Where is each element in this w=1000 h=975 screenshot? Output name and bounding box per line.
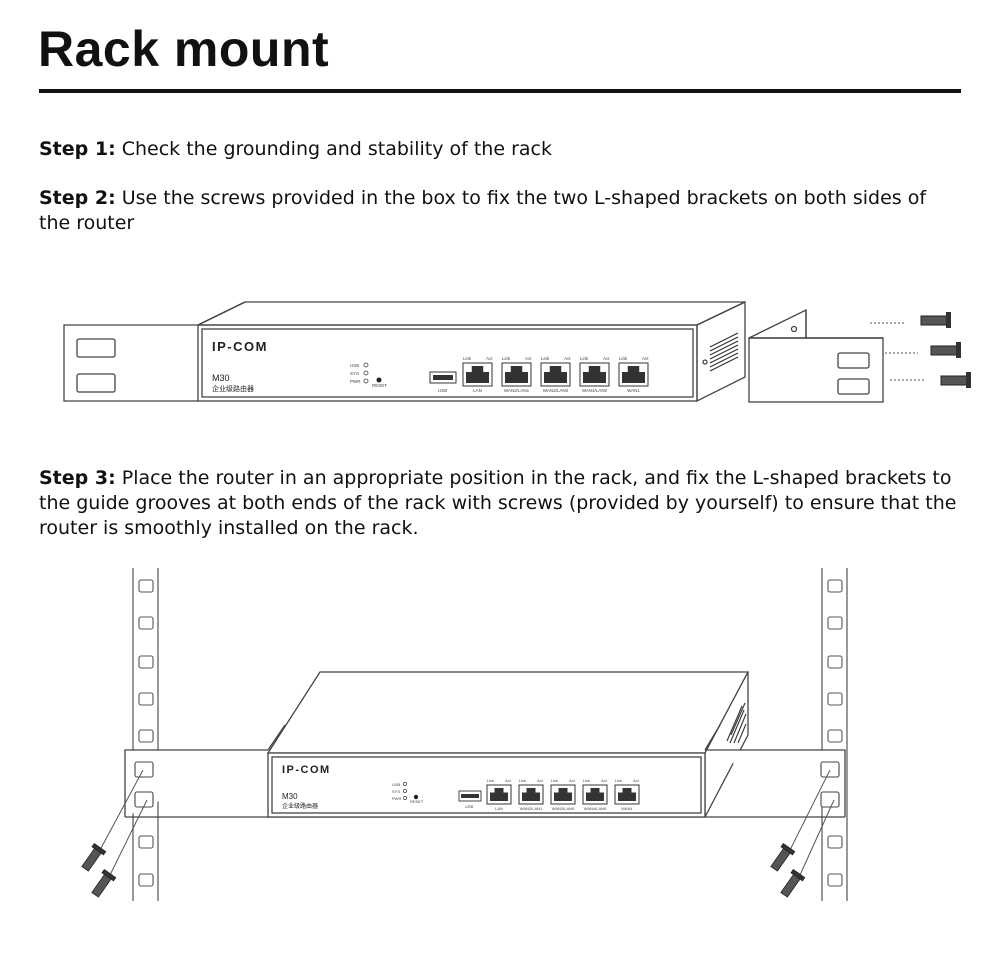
rack-fig-port-link-label: Link	[583, 778, 590, 783]
bracket-fig-port-link-label: Link	[619, 356, 628, 361]
rack-fig-port-name: WAN3/LAN0	[552, 806, 575, 811]
rack-fig-port-link-label: Link	[487, 778, 494, 783]
bracket-fig-port-name: WAN2/LAN1	[504, 388, 530, 393]
step-3: Step 3: Place the router in an appropria…	[39, 466, 959, 541]
bracket-fig-port-act-label: Act	[564, 356, 571, 361]
model-subtitle: 企业级路由器	[212, 384, 254, 393]
reset-label: RESET	[372, 383, 387, 388]
reset-button	[376, 377, 382, 383]
rack-reset-label: RESET	[410, 799, 424, 804]
rack-fig-port-name: LAN	[495, 806, 503, 811]
rack-fig-port-link-label: Link	[615, 778, 622, 783]
rack-fig-port-name: WAN1	[621, 806, 633, 811]
rack-fig-port-act-label: Act	[633, 778, 640, 783]
usb-port	[429, 371, 457, 384]
rack-fig-port-act-label: Act	[537, 778, 544, 783]
bracket-fig-port-act-label: Act	[525, 356, 532, 361]
rack-usb-label: USB	[465, 804, 474, 809]
step-1: Step 1: Check the grounding and stabilit…	[39, 137, 959, 162]
rack-fig-port-act-label: Act	[569, 778, 576, 783]
step-1-label: Step 1:	[39, 138, 116, 160]
title-divider	[39, 89, 961, 93]
bracket-fig-port-act-label: Act	[603, 356, 610, 361]
bracket-attach-figure: IP-COM M30 企业级路由器 USB SYS PWR RESET USB …	[63, 300, 971, 403]
rack-fig-port-name: WAN2/LAN1	[520, 806, 543, 811]
bracket-fig-port-name: WAN4/LAN0	[582, 388, 608, 393]
page-title: Rack mount	[38, 21, 330, 77]
led-label-sys: SYS	[350, 371, 359, 376]
bracket-fig-port-link-label: Link	[463, 356, 472, 361]
screw-icon	[920, 312, 971, 388]
step-3-label: Step 3:	[39, 467, 116, 489]
bracket-fig-port-act-label: Act	[486, 356, 493, 361]
model-label: M30	[212, 373, 230, 383]
bracket-fig-port-link-label: Link	[580, 356, 589, 361]
step-2: Step 2: Use the screws provided in the b…	[39, 186, 959, 236]
brand-logo: IP-COM	[212, 339, 268, 354]
rack-fig-port-name: WAN4/LAN0	[584, 806, 607, 811]
step-2-label: Step 2:	[39, 187, 116, 209]
rack-model-subtitle: 企业级路由器	[282, 802, 318, 810]
led-label-pwr: PWR	[350, 379, 361, 384]
usb-port-label: USB	[438, 388, 447, 393]
rack-reset-button	[413, 794, 419, 800]
bracket-fig-port-link-label: Link	[502, 356, 511, 361]
rack-fig-port-link-label: Link	[519, 778, 526, 783]
rack-model-label: M30	[282, 792, 298, 801]
rack-install-figure: IP-COM M30 企业级路由器 USB SYS PWR RESET USB …	[81, 568, 848, 901]
step-3-text: Place the router in an appropriate posit…	[39, 467, 957, 539]
step-1-text: Check the grounding and stability of the…	[121, 138, 552, 160]
step-2-text: Use the screws provided in the box to fi…	[39, 187, 927, 234]
rack-led-usb: USB	[392, 782, 401, 787]
led-label-usb: USB	[350, 363, 359, 368]
rack-brand-logo: IP-COM	[282, 764, 331, 776]
bracket-fig-port-name: WAN1	[627, 388, 640, 393]
bracket-fig-port-name: WAN3/LAN0	[543, 388, 569, 393]
bracket-fig-port-act-label: Act	[642, 356, 649, 361]
rack-led-pwr: PWR	[392, 796, 401, 801]
rack-led-sys: SYS	[392, 789, 400, 794]
rack-usb-port	[458, 790, 482, 802]
rack-fig-port-link-label: Link	[551, 778, 558, 783]
bracket-fig-port-link-label: Link	[541, 356, 550, 361]
bracket-fig-port-name: LAN	[473, 388, 482, 393]
rack-fig-port-act-label: Act	[601, 778, 608, 783]
rack-fig-port-act-label: Act	[505, 778, 512, 783]
